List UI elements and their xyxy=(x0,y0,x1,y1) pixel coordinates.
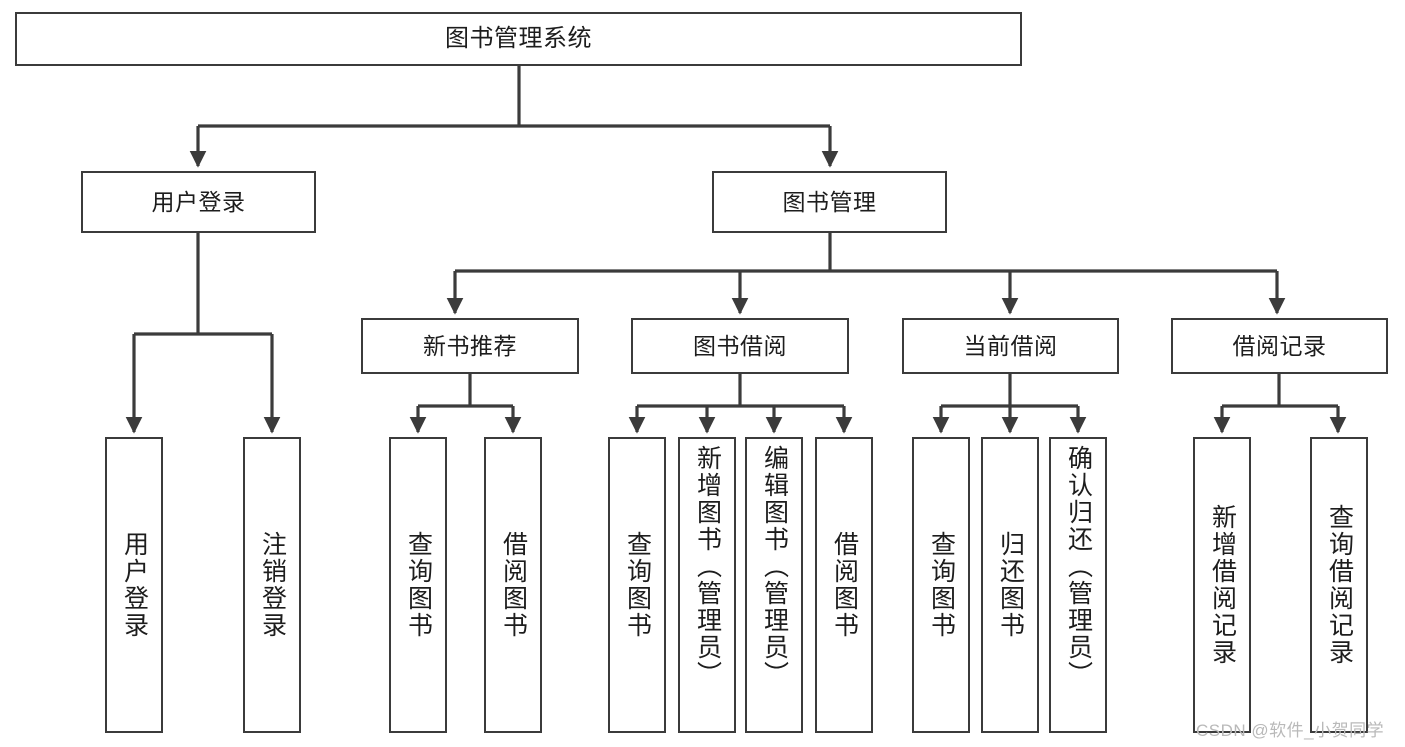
node-new-book-recommend[interactable]: 新书推荐 xyxy=(361,318,579,374)
node-label: 编辑图书（管理员） xyxy=(760,445,789,688)
node-label: 查询借阅记录 xyxy=(1325,504,1354,666)
node-label: 查询图书 xyxy=(404,531,433,639)
node-borrow-record[interactable]: 借阅记录 xyxy=(1171,318,1388,374)
leaf-user-login[interactable]: 用户登录 xyxy=(105,437,163,733)
node-user-login[interactable]: 用户登录 xyxy=(81,171,316,233)
leaf-borrow-book[interactable]: 借阅图书 xyxy=(815,437,873,733)
leaf-query-book-current[interactable]: 查询图书 xyxy=(912,437,970,733)
csdn-watermark: CSDN @软件_小贺同学 xyxy=(1196,721,1385,740)
leaf-add-book-admin[interactable]: 新增图书（管理员） xyxy=(678,437,736,733)
node-book-borrow[interactable]: 图书借阅 xyxy=(631,318,849,374)
node-label: 新增借阅记录 xyxy=(1208,504,1237,666)
leaf-logout[interactable]: 注销登录 xyxy=(243,437,301,733)
node-label: 借阅图书 xyxy=(499,531,528,639)
node-label: 查询图书 xyxy=(927,531,956,639)
leaf-return-book[interactable]: 归还图书 xyxy=(981,437,1039,733)
leaf-query-borrow-record[interactable]: 查询借阅记录 xyxy=(1310,437,1368,733)
leaf-confirm-return-admin[interactable]: 确认归还（管理员） xyxy=(1049,437,1107,733)
node-label: 图书借阅 xyxy=(693,332,787,359)
leaf-query-book-new[interactable]: 查询图书 xyxy=(389,437,447,733)
node-label: 图书管理 xyxy=(782,188,877,215)
leaf-borrow-book-new[interactable]: 借阅图书 xyxy=(484,437,542,733)
node-label: 用户登录 xyxy=(120,531,149,639)
node-label: 借阅图书 xyxy=(830,531,859,639)
leaf-query-book-borrow[interactable]: 查询图书 xyxy=(608,437,666,733)
node-label: 查询图书 xyxy=(623,531,652,639)
node-label: 新增图书（管理员） xyxy=(693,445,722,688)
node-label: 当前借阅 xyxy=(963,332,1058,359)
node-root-system[interactable]: 图书管理系统 xyxy=(15,12,1022,66)
node-label: 注销登录 xyxy=(258,531,287,639)
leaf-add-borrow-record[interactable]: 新增借阅记录 xyxy=(1193,437,1251,733)
node-label: 归还图书 xyxy=(996,531,1025,639)
node-label: 新书推荐 xyxy=(423,332,517,359)
leaf-edit-book-admin[interactable]: 编辑图书（管理员） xyxy=(745,437,803,733)
node-label: 借阅记录 xyxy=(1232,332,1327,359)
node-label: 确认归还（管理员） xyxy=(1064,445,1093,688)
node-label: 图书管理系统 xyxy=(445,25,592,53)
node-current-borrow[interactable]: 当前借阅 xyxy=(902,318,1119,374)
node-label: 用户登录 xyxy=(151,188,246,215)
node-book-management[interactable]: 图书管理 xyxy=(712,171,947,233)
